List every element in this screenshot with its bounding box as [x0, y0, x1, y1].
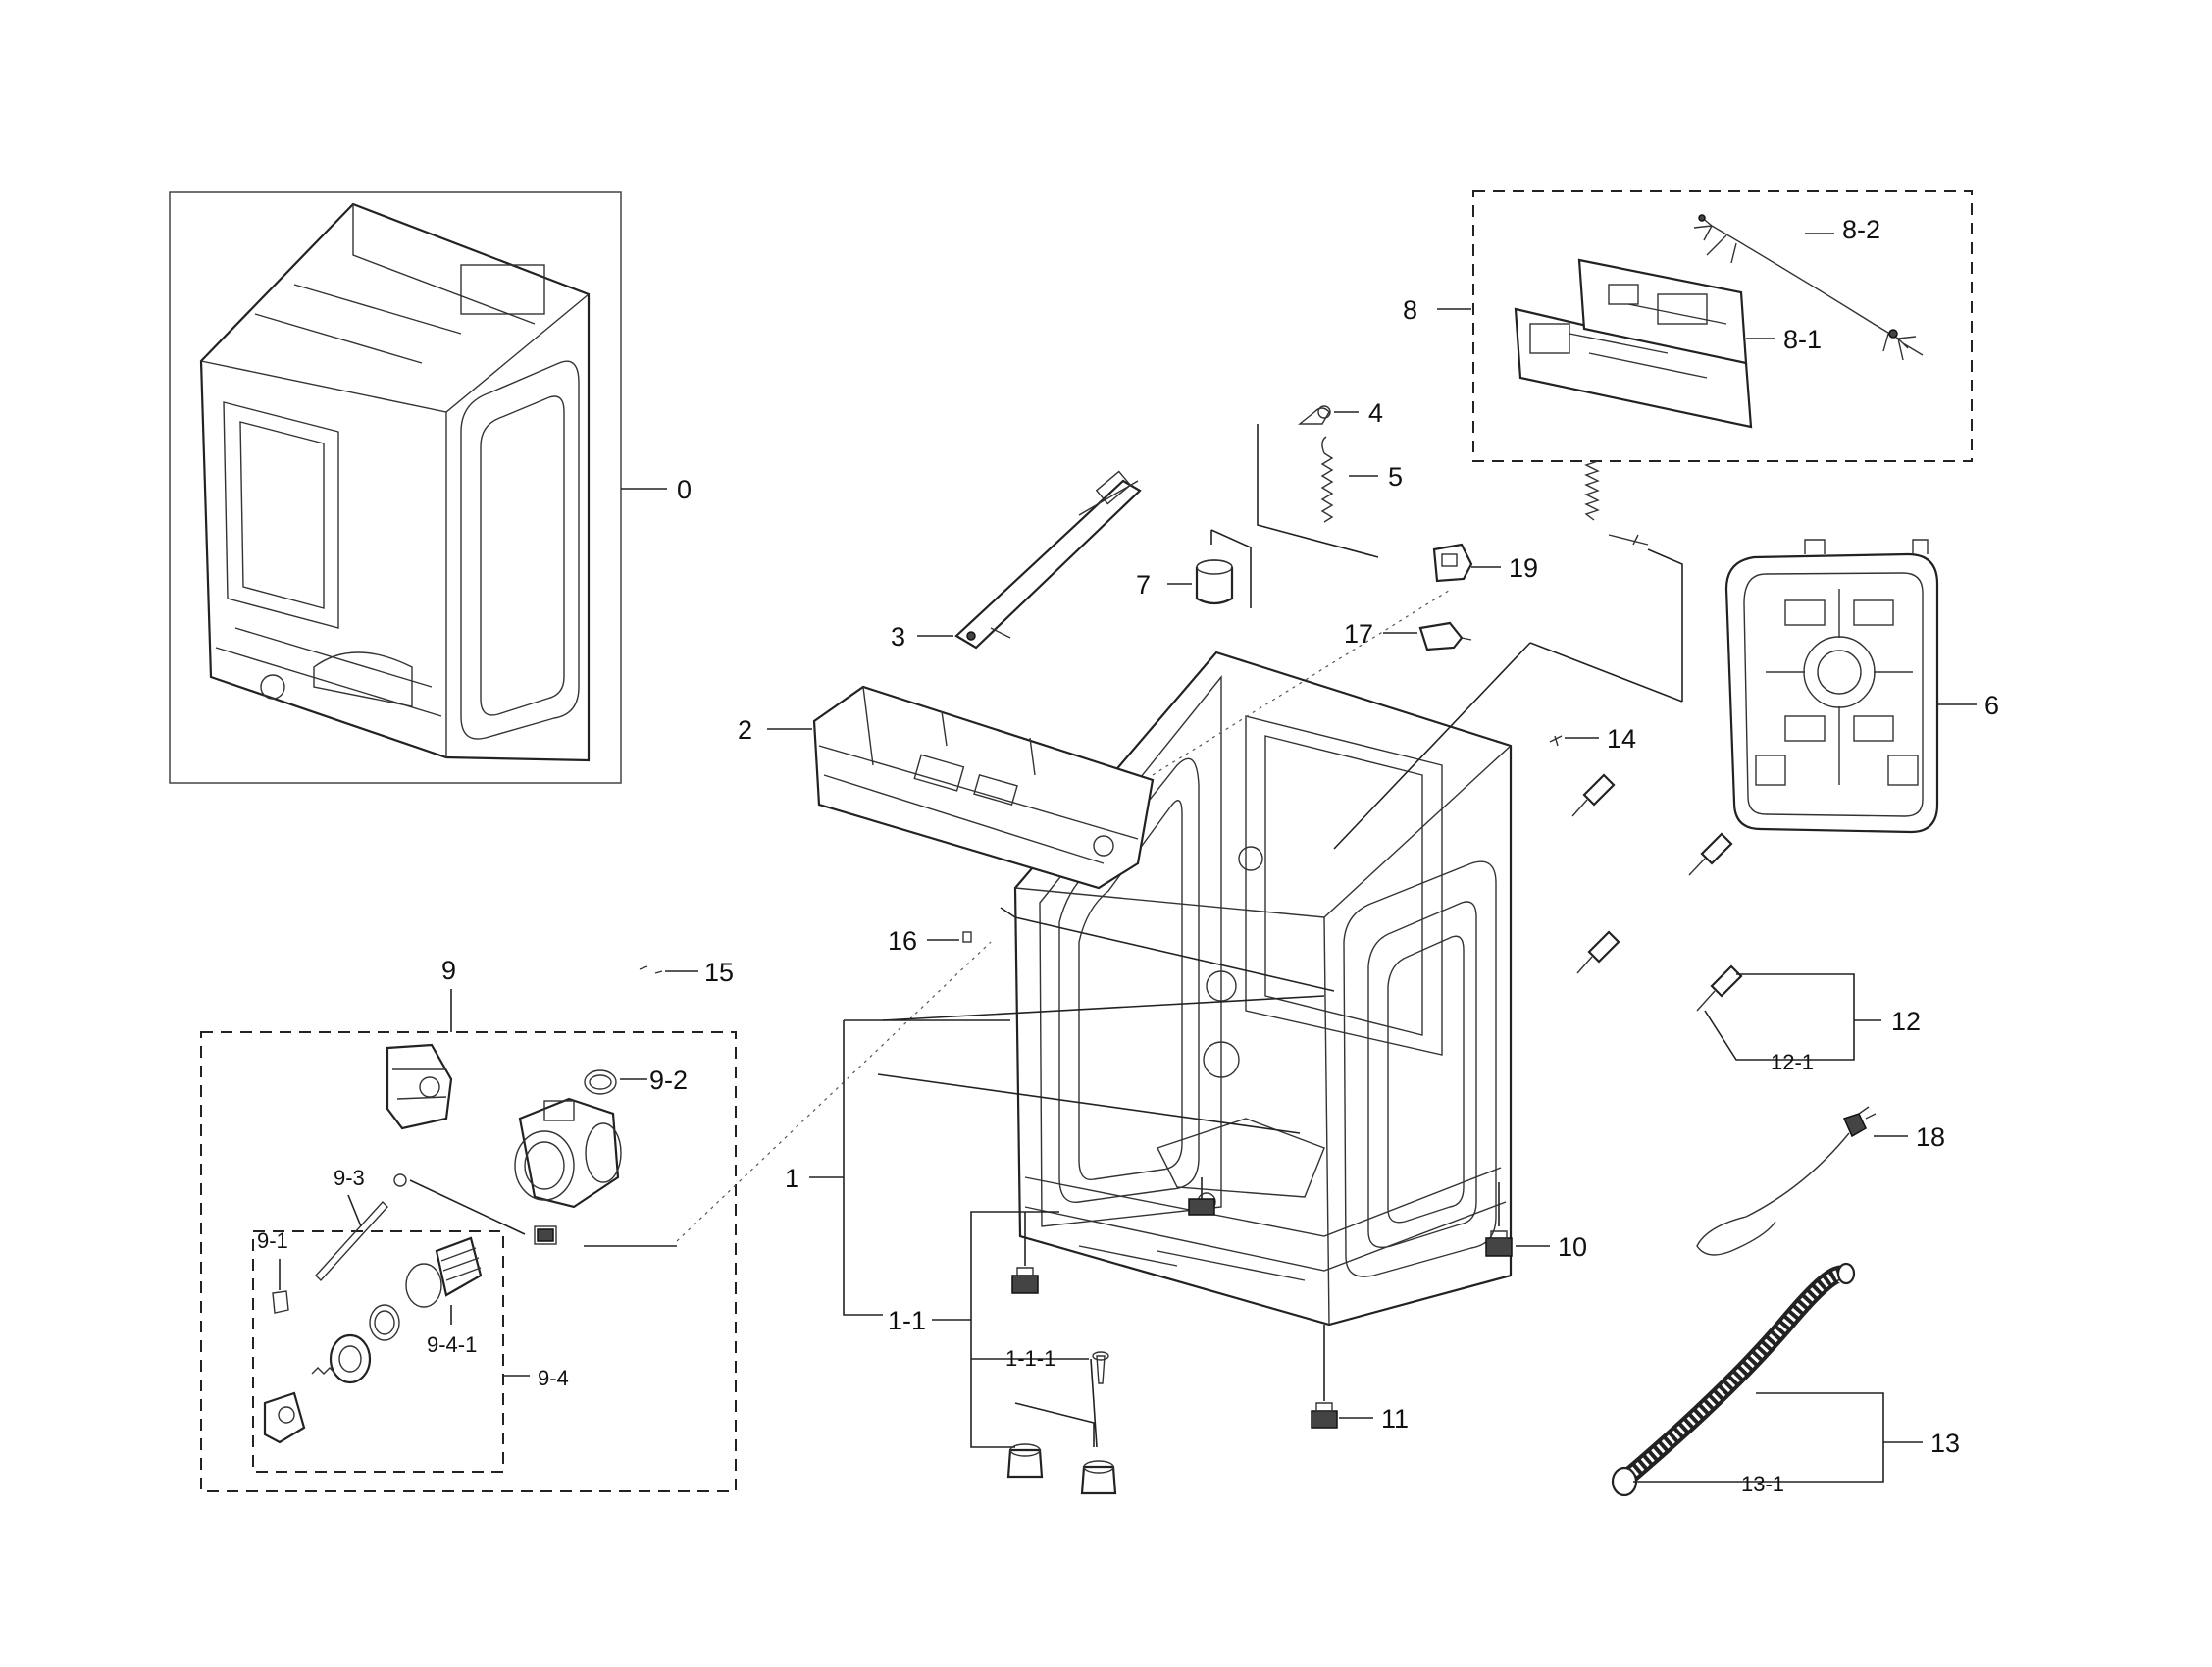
label-12-1: 12-1 — [1771, 1050, 1814, 1074]
part-9-pump-housing[interactable] — [514, 1097, 622, 1209]
label-13-1: 13-1 — [1741, 1472, 1784, 1496]
group-8-pcb-assembly — [1472, 190, 1973, 462]
label-11: 11 — [1381, 1404, 1409, 1433]
part-1-1-foot[interactable] — [1011, 1212, 1039, 1294]
label-9-2: 9-2 — [649, 1066, 688, 1095]
part-9-4-spring[interactable] — [311, 1367, 336, 1375]
part-6-rear-cover[interactable] — [1724, 539, 1939, 834]
part-18-power-cord[interactable] — [1696, 1106, 1877, 1256]
label-14: 14 — [1607, 724, 1636, 754]
part-8-1-pcb-module[interactable] — [1514, 258, 1753, 429]
label-9-3: 9-3 — [334, 1166, 365, 1190]
label-0: 0 — [677, 475, 692, 504]
part-2-control-panel-frame[interactable] — [812, 685, 1155, 890]
label-1-1-1: 1-1-1 — [1005, 1346, 1055, 1371]
label-19: 19 — [1509, 553, 1538, 583]
label-8-1: 8-1 — [1783, 325, 1822, 354]
part-12-shipping-bolts[interactable] — [1571, 773, 1743, 1012]
group-9-4-pump-cover — [252, 1230, 504, 1473]
part-9-4-gasket-ring[interactable] — [369, 1304, 400, 1341]
part-1-1-foot-pad[interactable] — [1006, 1443, 1044, 1479]
label-6: 6 — [1984, 691, 1999, 720]
label-8: 8 — [1403, 295, 1417, 325]
part-8-2-wire-harness[interactable] — [1693, 214, 1924, 361]
part-1-cabinet-frame[interactable] — [1013, 651, 1513, 1327]
part-11-leveling-leg[interactable] — [1311, 1325, 1338, 1429]
label-3: 3 — [891, 622, 905, 651]
part-16-clip[interactable] — [962, 931, 972, 943]
part-1-1-foot-pad-2[interactable] — [1080, 1460, 1117, 1495]
label-9-4-1: 9-4-1 — [427, 1332, 477, 1357]
part-9-4-knob[interactable] — [263, 1391, 306, 1444]
label-16: 16 — [888, 926, 917, 956]
part-small-screw[interactable] — [393, 1173, 407, 1187]
part-5-spring[interactable] — [1320, 436, 1334, 523]
label-17: 17 — [1344, 619, 1373, 649]
group-9-drain-pump — [200, 1031, 737, 1492]
label-4: 4 — [1368, 398, 1383, 428]
label-18: 18 — [1916, 1122, 1945, 1152]
part-9-connector[interactable] — [534, 1225, 557, 1245]
part-9-pump-motor[interactable] — [386, 1043, 453, 1130]
label-2: 2 — [738, 715, 752, 745]
label-10: 10 — [1558, 1232, 1587, 1262]
part-9-3-rod[interactable] — [315, 1200, 388, 1282]
part-19-switch[interactable] — [1432, 543, 1473, 583]
part-9-2-o-ring[interactable] — [584, 1069, 617, 1095]
part-9-4-impeller-cap[interactable] — [329, 1333, 372, 1384]
part-1-1-1-screw[interactable] — [1092, 1351, 1109, 1384]
part-damper-spring[interactable] — [1584, 460, 1649, 546]
label-9: 9 — [441, 956, 456, 985]
label-1-1: 1-1 — [888, 1306, 926, 1335]
part-0-cabinet-assembly[interactable] — [169, 191, 622, 784]
part-9-1-clip[interactable] — [272, 1290, 289, 1314]
part-1-center-foot[interactable] — [1188, 1177, 1215, 1216]
part-3-top-rail[interactable] — [954, 470, 1142, 650]
label-9-1: 9-1 — [257, 1228, 288, 1253]
part-13-drain-hose[interactable] — [1611, 1262, 1856, 1497]
label-7: 7 — [1136, 570, 1151, 599]
label-15: 15 — [704, 958, 734, 987]
label-1: 1 — [785, 1164, 799, 1193]
part-9-4-1-filter[interactable] — [405, 1236, 483, 1308]
part-10-leveling-leg[interactable] — [1485, 1182, 1513, 1257]
part-15-screw[interactable] — [639, 965, 663, 974]
part-4-spring-hook[interactable] — [1298, 405, 1331, 425]
label-12: 12 — [1891, 1007, 1921, 1036]
part-7-weight[interactable] — [1195, 559, 1234, 605]
label-13: 13 — [1930, 1429, 1960, 1458]
label-9-4: 9-4 — [538, 1366, 569, 1390]
label-8-2: 8-2 — [1842, 215, 1880, 244]
part-14-screw[interactable] — [1549, 735, 1563, 747]
part-17-sensor[interactable] — [1418, 621, 1472, 651]
label-5: 5 — [1388, 462, 1403, 492]
